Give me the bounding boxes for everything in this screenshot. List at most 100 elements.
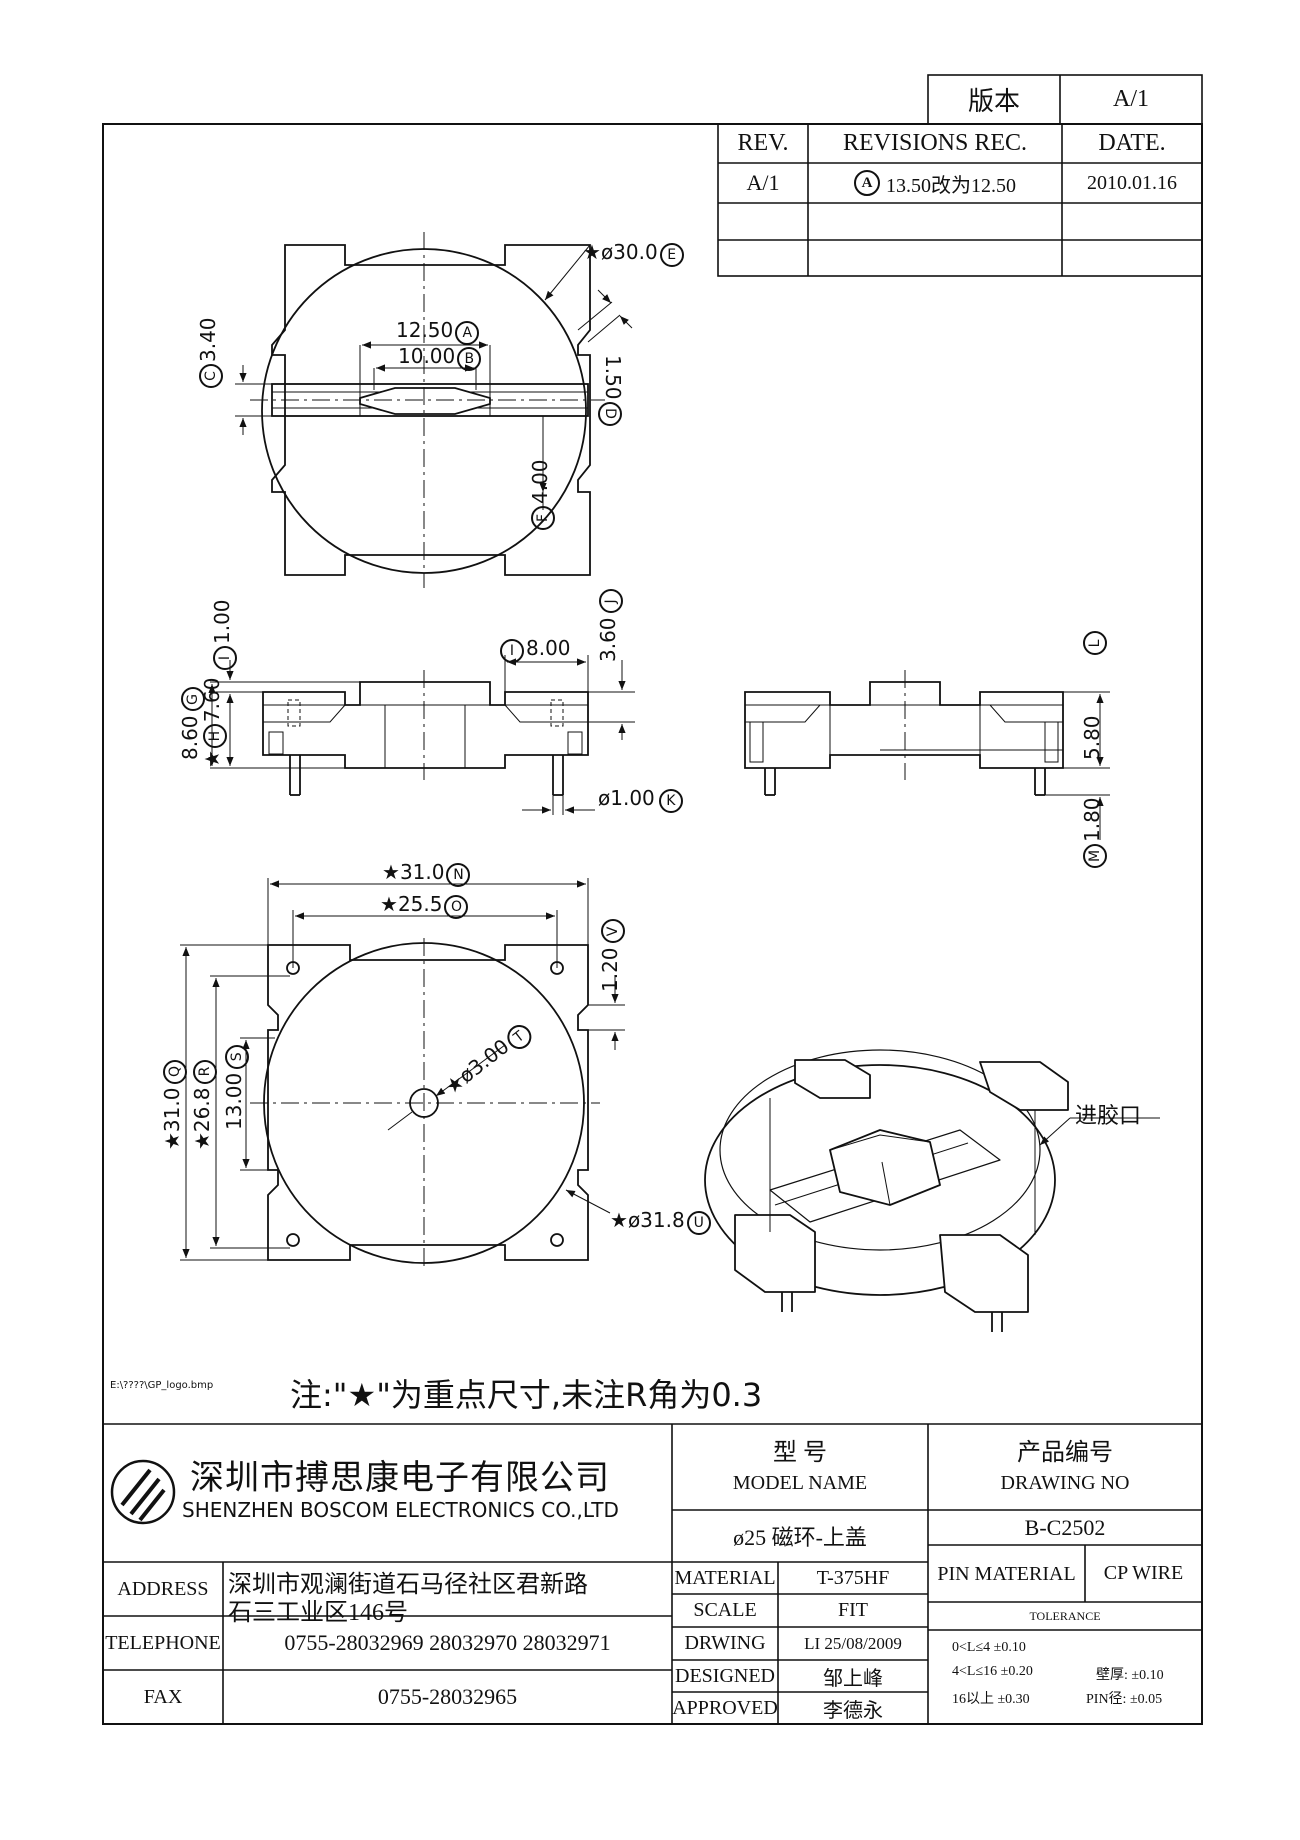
dim-r-label: ★26.8R: [190, 1059, 217, 1150]
scale-value: FIT: [838, 1599, 868, 1621]
designed-label: DESIGNED: [675, 1664, 775, 1687]
dim-m-label: M1.80: [1080, 797, 1107, 868]
approved-label: APPROVED: [672, 1696, 778, 1719]
dim-tag-l: L: [1083, 631, 1107, 656]
tolerance-pin: PIN径: ±0.05: [1086, 1692, 1163, 1707]
telephone-value: 0755-28032969 28032970 28032971: [284, 1630, 611, 1655]
pin-material-label: PIN MATERIAL: [937, 1562, 1076, 1585]
tolerance-3: 16以上 ±0.30: [952, 1692, 1030, 1707]
dim-tag-n: N: [446, 863, 471, 887]
drawing-note: 注:"★"为重点尺寸,未注R角为0.3: [290, 1376, 763, 1414]
dim-j-label: 3.60J: [596, 589, 623, 662]
rev-row-1-date: 2010.01.16: [1087, 171, 1177, 194]
dim-tag-s: S: [225, 1044, 249, 1069]
scale-label: SCALE: [693, 1599, 757, 1621]
dim-s-label: 13.00S: [222, 1044, 249, 1130]
rev-row-1-text: A 13.50改为12.50: [808, 163, 1062, 203]
dim-q-star: ★: [160, 1132, 184, 1150]
model-value: ø25 磁环-上盖: [733, 1525, 867, 1550]
material-label: MATERIAL: [674, 1566, 776, 1589]
isometric-view: [704, 1049, 1160, 1332]
dim-tag-a: A: [455, 321, 480, 345]
company-logo: [110, 1459, 176, 1525]
dim-tag-k: K: [658, 789, 683, 813]
tolerance-2: 4<L≤16 ±0.20: [952, 1664, 1033, 1679]
model-label-cn: 型 号: [773, 1439, 827, 1466]
top-view: [235, 232, 633, 588]
dim-tag-f: F: [531, 506, 555, 530]
rev-row-1-desc: 13.50改为12.50: [886, 174, 1016, 197]
dim-tag-j: J: [599, 589, 623, 614]
dim-e-star: ★: [583, 240, 601, 264]
dim-tag-q: Q: [163, 1059, 187, 1084]
dim-tag-r: R: [193, 1059, 217, 1084]
drawing-no-label-cn: 产品编号: [1017, 1439, 1113, 1466]
company-name-cn: 深圳市搏思康电子有限公司: [190, 1458, 610, 1498]
dim-tag-u: U: [686, 1211, 711, 1235]
front-view: [208, 655, 635, 815]
dim-tag-i2: I: [500, 639, 524, 663]
tolerance-wall: 壁厚: ±0.10: [1096, 1668, 1164, 1683]
dim-tag-v: V: [601, 919, 625, 944]
tolerance-1: 0<L≤4 ±0.10: [952, 1640, 1026, 1655]
drwing-value: LI 25/08/2009: [804, 1633, 902, 1653]
tolerance-label: TOLERANCE: [1029, 1608, 1101, 1623]
dim-tag-o: O: [444, 895, 469, 919]
dim-tag-h: H: [203, 724, 227, 749]
telephone-label: TELEPHONE: [105, 1631, 221, 1654]
fax-value: 0755-28032965: [377, 1684, 518, 1709]
dim-h-star: ★: [200, 750, 224, 768]
dim-tag-e: E: [659, 243, 684, 267]
dim-i-label: I1.00: [210, 599, 237, 670]
dim-r-star: ★: [190, 1132, 214, 1150]
dim-tag-c: C: [199, 364, 223, 388]
designed-value: 邹上峰: [823, 1667, 883, 1690]
rev-rec-header: REVISIONS REC.: [842, 130, 1028, 156]
dim-v-label: 1.20V: [598, 919, 625, 992]
material-value: T-375HF: [816, 1566, 890, 1589]
rev-date-header: DATE.: [1098, 130, 1166, 156]
dim-h-label: ★H7.60: [200, 678, 227, 768]
dim-tag-m: M: [1083, 844, 1107, 868]
dim-d-label: 1.50D: [598, 355, 625, 426]
rev-row-1-rev: A/1: [746, 170, 780, 195]
dim-tag-i: I: [213, 646, 237, 670]
fax-label: FAX: [143, 1685, 183, 1708]
dim-f-label: F4.00: [528, 459, 555, 530]
dim-u-star: ★: [610, 1208, 628, 1232]
address-line-1: 深圳市观澜街道石马径社区君新路: [228, 1572, 588, 1598]
model-label-en: MODEL NAME: [732, 1471, 868, 1494]
revision-table-lines: [717, 74, 1203, 277]
version-label: 版本: [967, 87, 1020, 116]
version-value: A/1: [1113, 86, 1149, 112]
company-name-en: SHENZHEN BOSCOM ELECTRONICS CO.,LTD: [182, 1498, 619, 1522]
rev-header: REV.: [737, 130, 789, 156]
dim-tag-d: D: [598, 401, 622, 426]
dim-l-label: 5.80L: [1080, 631, 1107, 760]
pin-material-value: CP WIRE: [1103, 1562, 1184, 1584]
drawing-no-label-en: DRAWING NO: [1000, 1471, 1130, 1494]
right-side-view: [744, 670, 1110, 840]
title-block-lines: [103, 1423, 1202, 1724]
address-label: ADDRESS: [117, 1577, 209, 1600]
inlet-label: 进胶口: [1075, 1104, 1142, 1129]
drawing-no-value: B-C2502: [1024, 1514, 1106, 1540]
bottom-view: [180, 878, 625, 1270]
drwing-label: DRWING: [684, 1632, 766, 1654]
sheet-border: [102, 123, 1203, 1725]
dim-c-label: C3.40: [196, 317, 223, 388]
dim-n-star: ★: [382, 860, 400, 884]
dim-tag-b: B: [457, 347, 482, 371]
address-line-2: 石三工业区146号: [228, 1600, 408, 1626]
dim-q-label: ★31.0Q: [160, 1059, 187, 1150]
